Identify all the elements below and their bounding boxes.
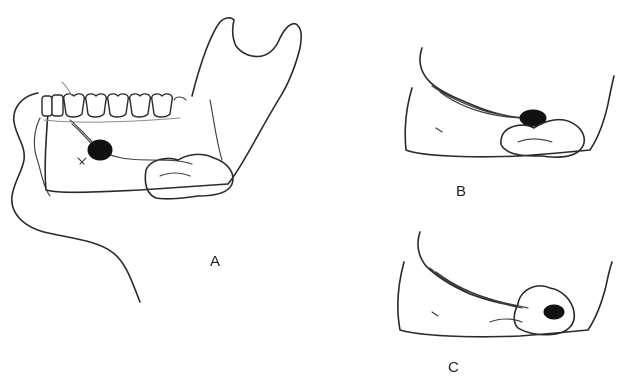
- submandibular-duct: [436, 272, 528, 308]
- tooth: [52, 95, 63, 116]
- panel-label-c: C: [448, 359, 459, 376]
- mandible-outline: [398, 262, 612, 337]
- tongue-outline: [432, 86, 534, 118]
- panel-a-mandible: A: [12, 18, 301, 302]
- panel-label-a: A: [210, 253, 220, 270]
- submandibular-duct: [440, 92, 532, 118]
- tongue-outline: [430, 268, 522, 308]
- tooth: [174, 97, 186, 100]
- mental-mark: [432, 312, 438, 316]
- tooth: [86, 94, 107, 117]
- tooth: [108, 94, 129, 117]
- lip-contour: [34, 118, 50, 196]
- dental-row: [42, 94, 186, 117]
- mental-mark: [78, 158, 86, 164]
- gland-lobule-line: [518, 139, 552, 142]
- mental-mark: [436, 128, 442, 132]
- panel-b-mandible: B: [405, 48, 614, 200]
- tooth: [130, 94, 151, 117]
- submandibular-gland: [145, 154, 233, 198]
- gland-lobule-line: [160, 173, 190, 176]
- panel-label-b: B: [456, 183, 466, 200]
- gland-lobule-line: [490, 319, 522, 322]
- panel-c-mandible: C: [398, 232, 612, 376]
- floor-of-mouth-contour: [418, 232, 516, 306]
- salivary-stone: [88, 140, 112, 160]
- tooth: [64, 94, 85, 117]
- tooth: [42, 96, 52, 116]
- tooth: [152, 94, 173, 117]
- gingival-line: [44, 118, 180, 122]
- salivary-stone: [544, 305, 564, 319]
- ramus-inner-line: [210, 100, 222, 160]
- chin-neck-contour: [12, 93, 140, 302]
- submandibular-duct: [70, 120, 192, 164]
